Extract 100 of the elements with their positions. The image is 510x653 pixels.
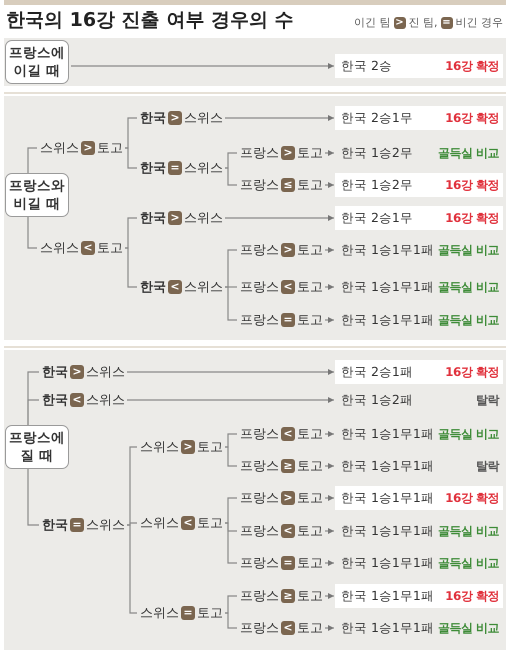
highlight-box	[335, 106, 503, 130]
highlight-box	[335, 173, 503, 197]
arrow	[325, 495, 334, 501]
result-text: 한국 1승1무1패	[341, 555, 434, 572]
team-name: 토고	[297, 555, 323, 572]
result-text: 한국 1승2무	[341, 177, 413, 194]
team-name: 토고	[97, 240, 123, 257]
symbol-badge: =	[281, 556, 295, 570]
result-text: 한국 1승1무1패	[341, 588, 434, 605]
symbol-badge: =	[168, 161, 182, 175]
symbol-badge: >	[168, 211, 182, 225]
symbol-badge: =	[440, 16, 452, 28]
verdict-text: 골득실 비교	[438, 242, 499, 259]
symbol-badge: >	[181, 440, 195, 454]
key-text: 비긴 경우	[456, 15, 503, 30]
symbol-badge: <	[70, 393, 84, 407]
symbol-badge: =	[181, 606, 195, 620]
tree-line	[225, 152, 237, 169]
verdict-text: 16강 확정	[445, 588, 499, 605]
team-name: 한국	[42, 364, 68, 381]
team-name: 스위스	[184, 210, 223, 227]
team-name: 스위스	[140, 605, 179, 622]
tree-line	[225, 612, 237, 629]
tree-line	[225, 522, 237, 564]
team-name: 프랑스	[240, 458, 279, 475]
team-name: 프랑스	[240, 620, 279, 637]
key-text: 이긴 팀	[354, 15, 390, 30]
verdict-text: 16강 확정	[445, 364, 499, 381]
verdict-text: 16강 확정	[445, 490, 499, 507]
team-name: 스위스	[184, 160, 223, 177]
tree-line	[225, 595, 237, 614]
team-name: 한국	[140, 110, 166, 127]
team-name: 토고	[297, 588, 323, 605]
tree-line	[125, 217, 137, 249]
result-text: 한국 1승1무1패	[341, 279, 434, 296]
team-name: 스위스	[86, 364, 125, 381]
symbol-badge: >	[394, 16, 406, 28]
team-name: 토고	[297, 426, 323, 443]
team-name: 토고	[197, 515, 223, 532]
team-name: 스위스	[86, 517, 125, 534]
team-name: 토고	[197, 605, 223, 622]
team-name: 토고	[297, 312, 323, 329]
team-name: 토고	[297, 177, 323, 194]
team-name: 프랑스	[240, 426, 279, 443]
verdict-text: 16강 확정	[445, 210, 499, 227]
arrow	[325, 317, 334, 323]
arrow	[325, 625, 334, 631]
team-name: 스위스	[40, 140, 79, 157]
highlight-box	[335, 54, 503, 78]
team-name: 토고	[297, 242, 323, 259]
verdict-text: 16강 확정	[445, 177, 499, 194]
result-text: 한국 1승1무1패	[341, 490, 434, 507]
team-name: 프랑스	[240, 177, 279, 194]
team-name: 스위스	[40, 240, 79, 257]
team-name: 프랑스	[240, 490, 279, 507]
arrow	[71, 63, 334, 69]
team-name: 스위스	[140, 515, 179, 532]
arrow	[225, 115, 334, 121]
symbol-badge: <	[281, 621, 295, 635]
arrow	[325, 528, 334, 534]
verdict-text: 16강 확정	[445, 110, 499, 127]
verdict-text: 골득실 비교	[438, 523, 499, 540]
arrow	[325, 247, 334, 253]
symbol-badge: <	[281, 427, 295, 441]
tree-line	[225, 446, 237, 467]
result-text: 한국 2승1패	[341, 364, 413, 381]
verdict-text: 탈락	[476, 392, 499, 409]
key-text: 진 팀,	[408, 15, 438, 30]
title: 한국의 16강 진출 여부 경우의 수	[6, 8, 294, 33]
arrow	[325, 593, 334, 599]
verdict-text: 골득실 비교	[438, 312, 499, 329]
arrow	[127, 369, 334, 375]
symbol-badge: <	[168, 280, 182, 294]
tree-line	[125, 147, 137, 169]
symbol-badge: >	[70, 365, 84, 379]
tree-line	[27, 217, 37, 249]
team-name: 한국	[140, 279, 166, 296]
arrow	[325, 182, 334, 188]
result-text: 한국 1승2무	[341, 145, 413, 162]
tree-line	[127, 522, 137, 526]
team-name: 스위스	[184, 279, 223, 296]
tree-line	[225, 167, 237, 186]
tree-line	[225, 497, 237, 524]
tree-line	[27, 469, 39, 526]
symbol-badge: >	[281, 491, 295, 505]
team-name: 토고	[297, 490, 323, 507]
tree-line	[225, 286, 237, 321]
symbol-badge: <	[281, 524, 295, 538]
symbol-badge: <	[181, 516, 195, 530]
team-name: 프랑스	[240, 242, 279, 259]
verdict-text: 골득실 비교	[438, 620, 499, 637]
highlight-box	[335, 486, 503, 510]
verdict-text: 탈락	[476, 458, 499, 475]
highlight-box	[335, 584, 503, 608]
result-text: 한국 1승1무1패	[341, 620, 434, 637]
symbol-badge: >	[281, 243, 295, 257]
arrow	[325, 150, 334, 156]
team-name: 프랑스	[240, 555, 279, 572]
arrow	[225, 215, 334, 221]
result-text: 한국 2승1무	[341, 110, 413, 127]
